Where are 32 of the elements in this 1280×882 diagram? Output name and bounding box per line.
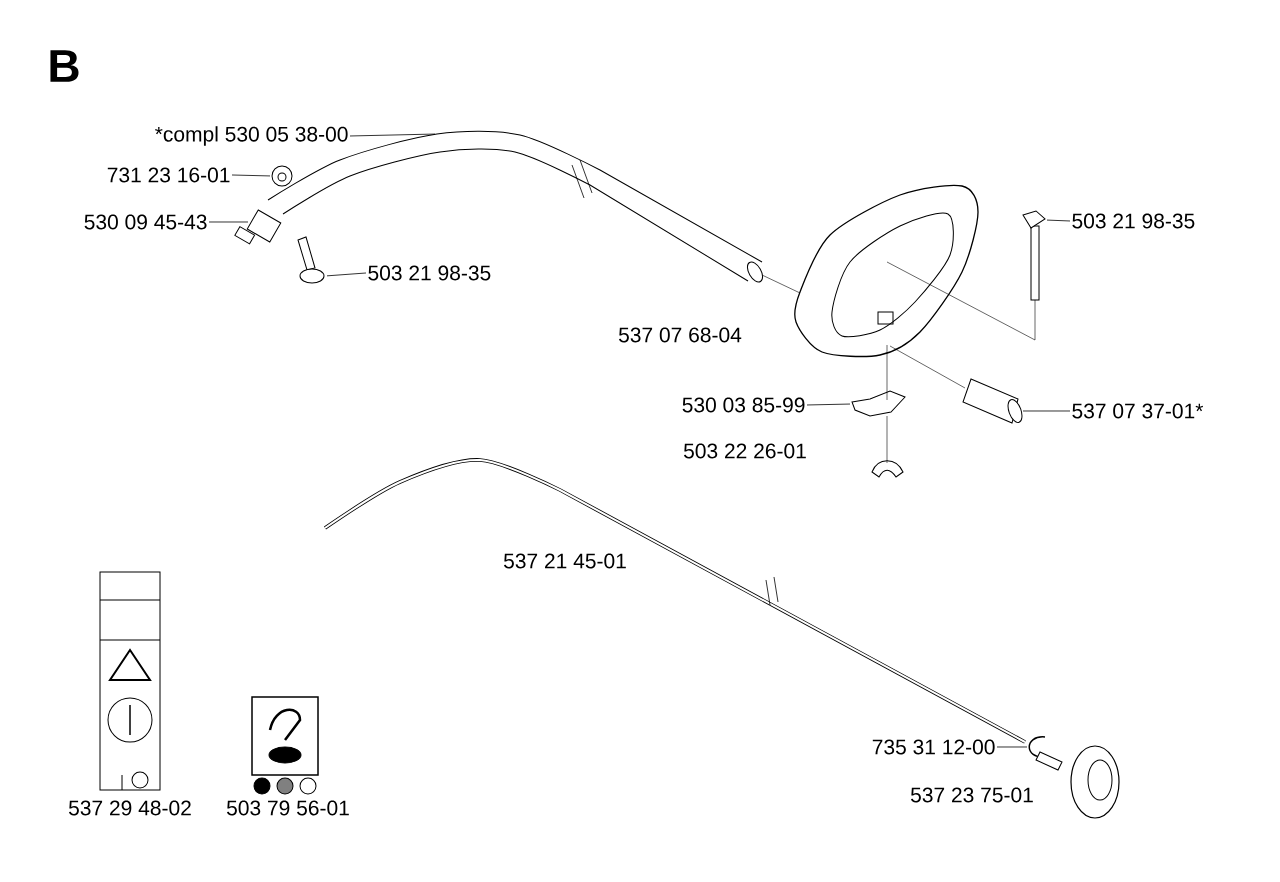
assembly-line <box>889 345 966 389</box>
leader-line <box>1022 410 1071 412</box>
part-number: 735 31 12-00 <box>872 739 995 755</box>
assembly-line <box>761 274 801 294</box>
part-number: 503 79 56-01 <box>226 800 349 816</box>
handle-drawing <box>794 184 979 358</box>
part-number: 537 21 45-01 <box>503 553 626 569</box>
sleeve-drawing <box>962 378 1023 424</box>
wing-nut-drawing <box>871 460 904 478</box>
part-number: 731 23 16-01 <box>107 167 230 183</box>
leader-line <box>349 133 436 137</box>
fitting-drawing <box>234 209 282 245</box>
section-letter: B <box>50 50 79 82</box>
leader-line <box>1046 219 1071 222</box>
clamp-drawing <box>851 390 906 417</box>
assembly-line <box>886 261 1036 341</box>
part-number: 530 09 45-43 <box>84 214 207 230</box>
part-number: 530 03 85-99 <box>682 397 805 413</box>
leader-line <box>208 221 249 223</box>
leader-line <box>231 174 271 177</box>
part-number: 503 21 98-35 <box>1072 213 1195 229</box>
leader-line <box>996 746 1028 748</box>
leader-line <box>326 272 367 277</box>
leader-line <box>806 403 851 406</box>
part-number: 537 07 37-01* <box>1072 403 1204 419</box>
bolt-drawing <box>1022 210 1046 301</box>
assembly-line <box>886 344 888 401</box>
part-number: 537 23 75-01 <box>910 787 1033 803</box>
part-number: 503 22 26-01 <box>683 443 806 459</box>
part-number: 537 07 68-04 <box>618 327 742 343</box>
part-number: 537 29 48-02 <box>68 800 191 816</box>
part-number: *compl 530 05 38-00 <box>155 126 348 146</box>
